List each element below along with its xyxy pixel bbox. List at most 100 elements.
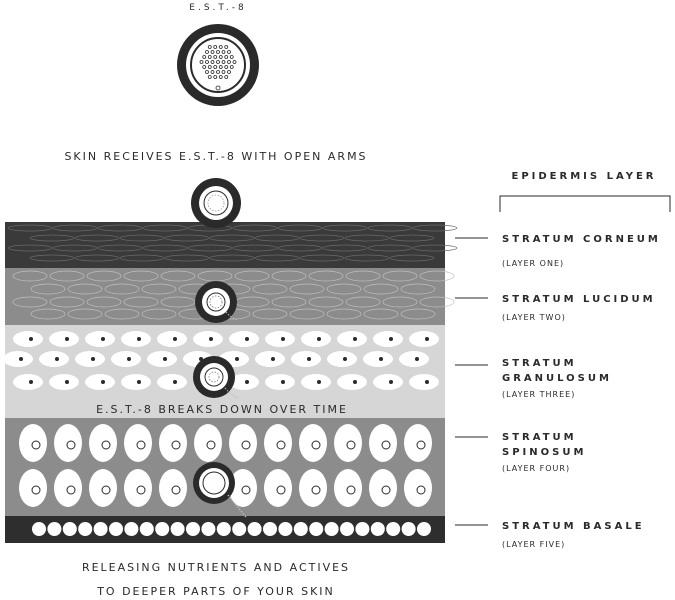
spinosum-nucleus bbox=[206, 440, 216, 450]
granulosum-nucleus bbox=[245, 380, 249, 384]
spinosum-cell bbox=[229, 469, 257, 507]
capsule-dot bbox=[224, 55, 229, 59]
granulosum-nucleus bbox=[173, 380, 177, 384]
granulosum-nucleus bbox=[317, 337, 321, 341]
basale-cell bbox=[263, 522, 277, 536]
spinosum-cell bbox=[264, 469, 292, 507]
granulosum-nucleus bbox=[209, 337, 213, 341]
granulosum-nucleus bbox=[379, 357, 383, 361]
lucidum-cell bbox=[49, 296, 85, 308]
capsule-dot bbox=[221, 50, 226, 54]
layer-label-corneum: STRATUM CORNEUM bbox=[502, 234, 661, 245]
granulosum-cell bbox=[409, 331, 439, 347]
corneum-cell bbox=[119, 254, 165, 262]
spinosum-cell bbox=[124, 469, 152, 507]
granulosum-nucleus bbox=[91, 357, 95, 361]
lucidum-cell bbox=[86, 296, 122, 308]
basale-cell bbox=[124, 522, 139, 536]
spinosum-nucleus bbox=[416, 485, 426, 495]
granulosum-cell bbox=[13, 374, 43, 390]
lucidum-cell bbox=[86, 270, 122, 282]
lucidum-cell bbox=[104, 308, 140, 320]
lucidum-cell bbox=[400, 308, 436, 320]
lucidum-cell bbox=[197, 270, 233, 282]
basale-cell bbox=[278, 522, 293, 536]
granulosum-cell bbox=[229, 374, 259, 390]
capsule-dot bbox=[221, 70, 226, 74]
granulosum-nucleus bbox=[101, 337, 105, 341]
lucidum-cell bbox=[67, 308, 103, 320]
capsule-dot bbox=[232, 60, 237, 64]
capsule-dot bbox=[229, 65, 234, 69]
lucidum-cell bbox=[271, 296, 307, 308]
granulosum-cell bbox=[85, 374, 115, 390]
capsule-dot bbox=[210, 60, 215, 64]
spinosum-cell bbox=[404, 424, 432, 462]
spinosum-nucleus bbox=[241, 485, 251, 495]
spinosum-cell bbox=[229, 424, 257, 462]
spinosum-nucleus bbox=[241, 440, 251, 450]
layer-label-lucidum: STRATUM LUCIDUM bbox=[502, 294, 656, 305]
granulosum-nucleus bbox=[281, 337, 285, 341]
spinosum-nucleus bbox=[31, 440, 41, 450]
granulosum-nucleus bbox=[29, 337, 33, 341]
capsule-dot bbox=[210, 70, 215, 74]
basale-cell bbox=[155, 522, 170, 536]
granulosum-cell bbox=[147, 351, 177, 367]
granulosum-nucleus bbox=[415, 357, 419, 361]
capsule-dot bbox=[218, 45, 223, 49]
granulosum-cell bbox=[85, 331, 115, 347]
corneum-cell bbox=[29, 234, 75, 242]
corneum-cell bbox=[344, 234, 390, 242]
granulosum-nucleus bbox=[317, 380, 321, 384]
corneum-cell bbox=[74, 234, 120, 242]
capsule-dot bbox=[213, 45, 218, 49]
lucidum-cell bbox=[104, 283, 140, 295]
granulosum-nucleus bbox=[101, 380, 105, 384]
granulosum-nucleus bbox=[55, 357, 59, 361]
granulosum-cell bbox=[49, 331, 79, 347]
corneum-cell bbox=[232, 224, 278, 232]
capsule-spinosum-icon bbox=[193, 462, 247, 518]
spinosum-cell bbox=[264, 424, 292, 462]
spinosum-nucleus bbox=[136, 440, 146, 450]
capsule-dot bbox=[216, 60, 220, 64]
basale-cell bbox=[139, 522, 154, 536]
lucidum-cell bbox=[12, 296, 48, 308]
granulosum-nucleus bbox=[137, 380, 141, 384]
granulosum-cells bbox=[3, 331, 439, 390]
lucidum-cell bbox=[289, 308, 325, 320]
lucidum-cell bbox=[326, 283, 362, 295]
spinosum-cell bbox=[124, 424, 152, 462]
capsule-dot bbox=[199, 60, 204, 64]
spinosum-cell bbox=[89, 469, 117, 507]
granulosum-cell bbox=[39, 351, 69, 367]
capsule-dot bbox=[227, 70, 231, 74]
corneum-cells bbox=[7, 224, 458, 262]
spinosum-cell bbox=[54, 424, 82, 462]
capsule-dot bbox=[210, 50, 215, 54]
granulosum-cell bbox=[265, 374, 295, 390]
basale-cell bbox=[293, 522, 308, 536]
basale-cell bbox=[386, 522, 401, 536]
granulosum-nucleus bbox=[65, 337, 69, 341]
granulosum-cell bbox=[111, 351, 141, 367]
granulosum-nucleus bbox=[137, 337, 141, 341]
lucidum-cell bbox=[400, 283, 436, 295]
capsule-dot bbox=[207, 65, 212, 69]
capsule-dot bbox=[207, 55, 212, 59]
corneum-cell bbox=[97, 244, 143, 252]
capsule-dot bbox=[227, 50, 231, 54]
granulosum-nucleus bbox=[65, 380, 69, 384]
lucidum-cell bbox=[30, 308, 66, 320]
lucidum-cell bbox=[363, 283, 399, 295]
granulosum-cell bbox=[157, 374, 187, 390]
spinosum-cell bbox=[19, 469, 47, 507]
granulosum-nucleus bbox=[425, 380, 429, 384]
lucidum-cell bbox=[289, 283, 325, 295]
lucidum-cell bbox=[252, 283, 288, 295]
granulosum-nucleus bbox=[343, 357, 347, 361]
spinosum-cells bbox=[19, 424, 432, 507]
capsule-dot bbox=[218, 75, 223, 79]
